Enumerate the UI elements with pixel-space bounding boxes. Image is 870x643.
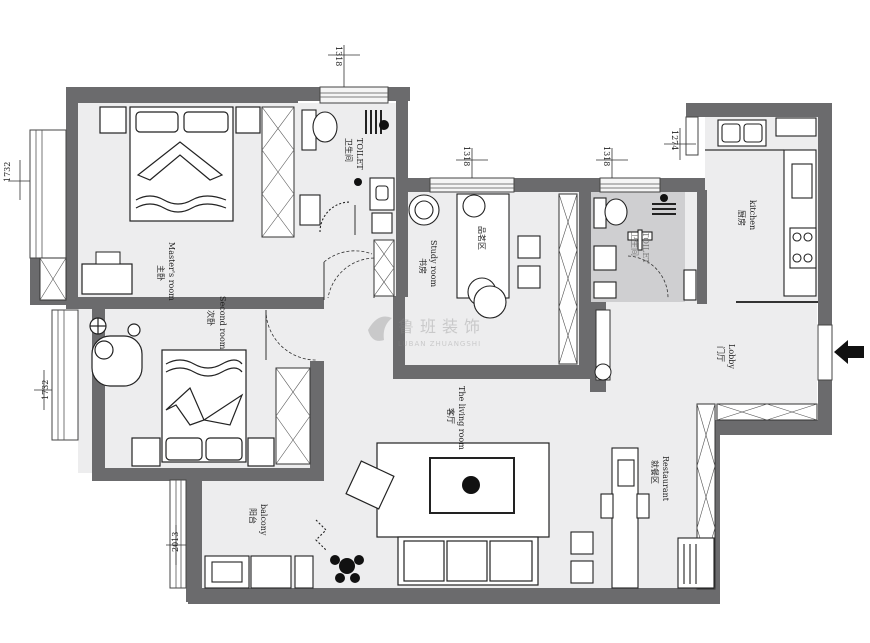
dimension-second-left: 1732 bbox=[41, 380, 50, 400]
second-bed bbox=[131, 349, 275, 467]
living-room-label-en: The living room bbox=[457, 386, 466, 450]
toilet2-fixtures bbox=[593, 197, 697, 301]
master-room-label-en: Master's room bbox=[167, 242, 176, 301]
windows bbox=[29, 86, 833, 589]
kitchen-label-en: kitchen bbox=[748, 200, 757, 230]
master-desk bbox=[81, 263, 133, 295]
toilet2-label-cn: 卫生间 bbox=[630, 232, 640, 256]
floor-drain bbox=[354, 178, 362, 186]
toilet2-label-en: TOILET bbox=[641, 232, 650, 264]
lobby-label-cn: 门厅 bbox=[716, 346, 726, 362]
restaurant-label-en: Restaurant bbox=[661, 456, 670, 502]
dimension-toilet-top: 1318 bbox=[334, 46, 343, 66]
entrance-arrow-icon bbox=[834, 340, 864, 364]
shower-head bbox=[379, 120, 389, 130]
shower-grate-2 bbox=[652, 203, 676, 215]
dining-furniture bbox=[570, 447, 715, 589]
study-label-en: Study room bbox=[429, 240, 438, 287]
plant-icon bbox=[456, 470, 486, 500]
watermark-cn: 鲁班装饰 bbox=[398, 317, 486, 336]
watermark-logo-icon bbox=[368, 316, 392, 341]
lobby-fixture bbox=[594, 363, 612, 381]
shower-head-2 bbox=[660, 194, 668, 202]
watermark: 鲁班装饰 LUBAN ZHUANGSHI bbox=[368, 316, 486, 348]
study-label-cn: 书房 bbox=[418, 258, 428, 274]
toilet2-door bbox=[627, 255, 669, 299]
master-room-label-cn: 主卧 bbox=[156, 265, 166, 281]
watermark-en: LUBAN ZHUANGSHI bbox=[398, 340, 481, 348]
study-furniture bbox=[408, 193, 541, 319]
kitchen-label-cn: 厨房 bbox=[737, 210, 747, 226]
window-lines bbox=[35, 92, 660, 588]
living-furniture bbox=[345, 442, 550, 586]
kitchen-side-wall bbox=[685, 116, 699, 156]
study-door bbox=[327, 257, 375, 299]
balcony-label-cn: 阳台 bbox=[248, 508, 258, 524]
shower-grate bbox=[365, 110, 382, 134]
dimension-kitchen-top: 1274 bbox=[670, 130, 679, 150]
balcony-label-en: balcony bbox=[259, 504, 268, 536]
toilet-label-en: TOILET bbox=[355, 138, 364, 170]
dimension-study-top: 1318 bbox=[462, 146, 471, 166]
restaurant-label-cn: 就餐区 bbox=[650, 460, 660, 484]
master-door bbox=[323, 250, 373, 263]
tea-area-label: 品茗区 bbox=[477, 226, 487, 250]
second-room-label-cn: 次卧 bbox=[206, 310, 216, 326]
balcony-fixtures bbox=[204, 519, 327, 589]
plant-icon-2 bbox=[330, 555, 364, 583]
dimension-toilet2-top: 1318 bbox=[602, 146, 611, 166]
living-room-label-cn: 客厅 bbox=[446, 408, 456, 424]
armchair bbox=[89, 317, 143, 387]
master-bed bbox=[99, 106, 261, 222]
second-room-label-en: Second room bbox=[218, 296, 227, 350]
kitchen-fixtures bbox=[717, 117, 817, 297]
dimension-balcony-left: 2013 bbox=[171, 532, 180, 552]
lobby-label-en: Lobby bbox=[727, 344, 736, 369]
toilet1-fixtures bbox=[299, 109, 395, 234]
toilet-label-cn: 卫生间 bbox=[344, 138, 354, 162]
dimension-marks bbox=[8, 45, 696, 565]
master-chair bbox=[95, 251, 121, 265]
dimension-master-left: 1732 bbox=[3, 162, 12, 182]
